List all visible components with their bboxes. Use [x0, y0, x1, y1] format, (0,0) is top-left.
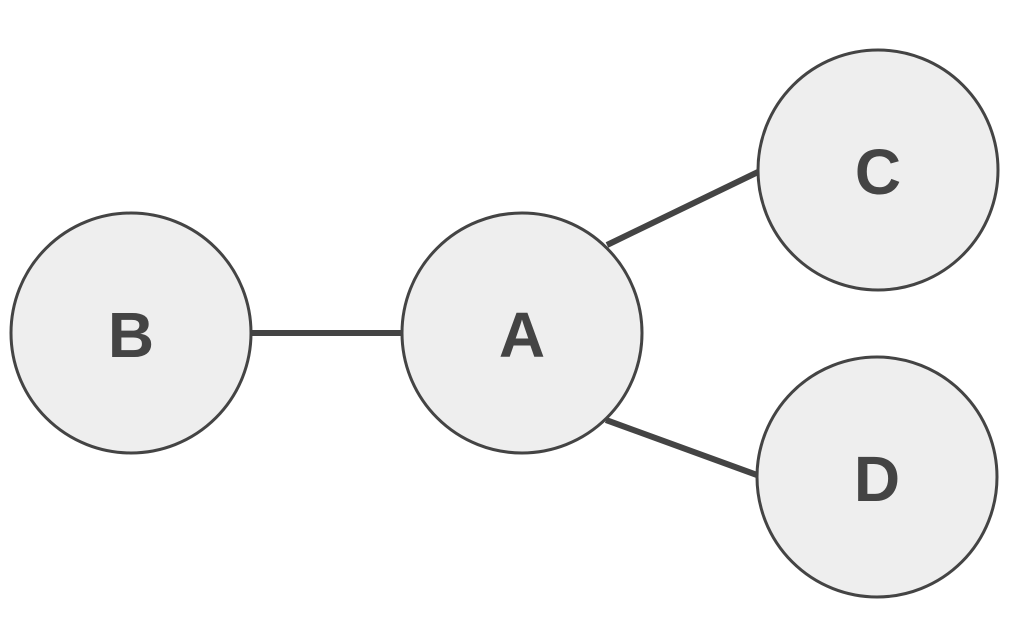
node-a[interactable]: A — [400, 211, 644, 455]
edge-a-d — [604, 417, 759, 478]
node-c-label: C — [855, 136, 901, 208]
node-b[interactable]: B — [9, 211, 253, 455]
node-d-circle — [755, 355, 999, 599]
edge-a-c — [605, 169, 760, 248]
node-c[interactable]: C — [756, 48, 1000, 292]
node-a-circle — [400, 211, 644, 455]
node-b-label: B — [108, 299, 154, 371]
node-c-circle — [756, 48, 1000, 292]
node-b-circle — [9, 211, 253, 455]
node-a-label: A — [499, 299, 545, 371]
node-d[interactable]: D — [755, 355, 999, 599]
node-d-label: D — [854, 443, 900, 515]
